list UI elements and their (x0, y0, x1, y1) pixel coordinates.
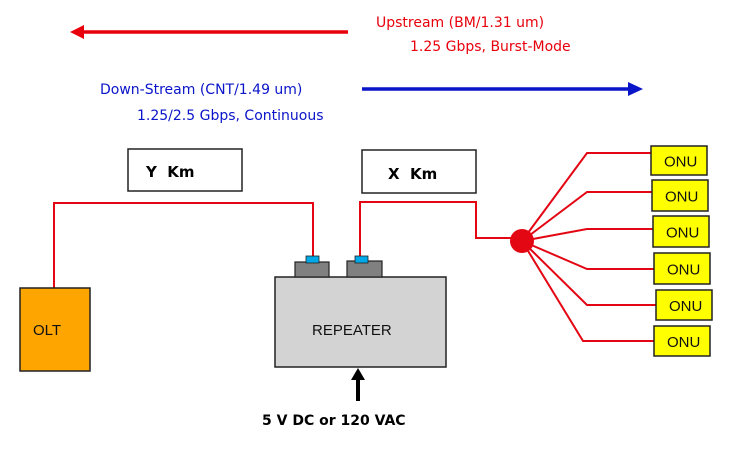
downstream-arrow (362, 82, 643, 96)
onu-group: ONU ONU ONU ONU ONU ONU (650, 145, 713, 357)
repeater-node: REPEATER (274, 255, 447, 368)
onu-node: ONU (653, 325, 711, 357)
onu-box (653, 252, 711, 285)
onu-node: ONU (655, 289, 713, 321)
fiber-drop-4 (521, 240, 654, 270)
olt-node: OLT (19, 287, 91, 372)
downstream-rate: 1.25/2.5 Gbps, Continuous (137, 108, 324, 124)
onu-box (651, 179, 709, 212)
onu-label: ONU (669, 298, 702, 315)
upstream-arrow (70, 25, 348, 39)
upstream-arrowhead-icon (70, 25, 84, 39)
fiber-drop-1 (521, 152, 651, 242)
repeater-port-left (294, 255, 330, 278)
fiber-olt-repeater (53, 202, 314, 288)
fiber-drop-2 (521, 191, 652, 242)
onu-label: ONU (665, 189, 698, 206)
splitter-branches (521, 152, 656, 342)
span-x-label: X Km (388, 165, 437, 183)
span-y-box: Y Km (127, 148, 243, 192)
onu-box (655, 289, 713, 321)
fiber-drop-3 (521, 228, 653, 242)
fiber-repeater-splitter (359, 201, 512, 256)
onu-box (650, 145, 708, 176)
onu-label: ONU (666, 225, 699, 242)
onu-label: ONU (667, 262, 700, 279)
onu-label: ONU (664, 154, 697, 171)
downstream-label: Down-Stream (CNT/1.49 um) (100, 82, 302, 98)
onu-node: ONU (653, 252, 711, 285)
fiber-drop-6 (521, 240, 654, 342)
onu-node: ONU (652, 215, 710, 248)
fiber-drop-5 (521, 240, 656, 306)
optical-splitter (510, 229, 534, 253)
span-x-box: X Km (361, 149, 477, 194)
onu-box (653, 325, 711, 357)
downstream-arrowhead-icon (628, 82, 643, 96)
power-arrow-icon (351, 368, 365, 401)
upstream-label: Upstream (BM/1.31 um) (376, 15, 544, 31)
olt-label: OLT (33, 322, 61, 339)
upstream-rate: 1.25 Gbps, Burst-Mode (410, 39, 571, 55)
repeater-port-right (346, 255, 383, 278)
onu-label: ONU (667, 334, 700, 351)
power-label: 5 V DC or 120 VAC (262, 413, 406, 429)
onu-box (652, 215, 710, 248)
onu-node: ONU (650, 145, 708, 176)
repeater-label: REPEATER (312, 322, 392, 339)
onu-node: ONU (651, 179, 709, 212)
span-y-label: Y Km (145, 163, 195, 181)
